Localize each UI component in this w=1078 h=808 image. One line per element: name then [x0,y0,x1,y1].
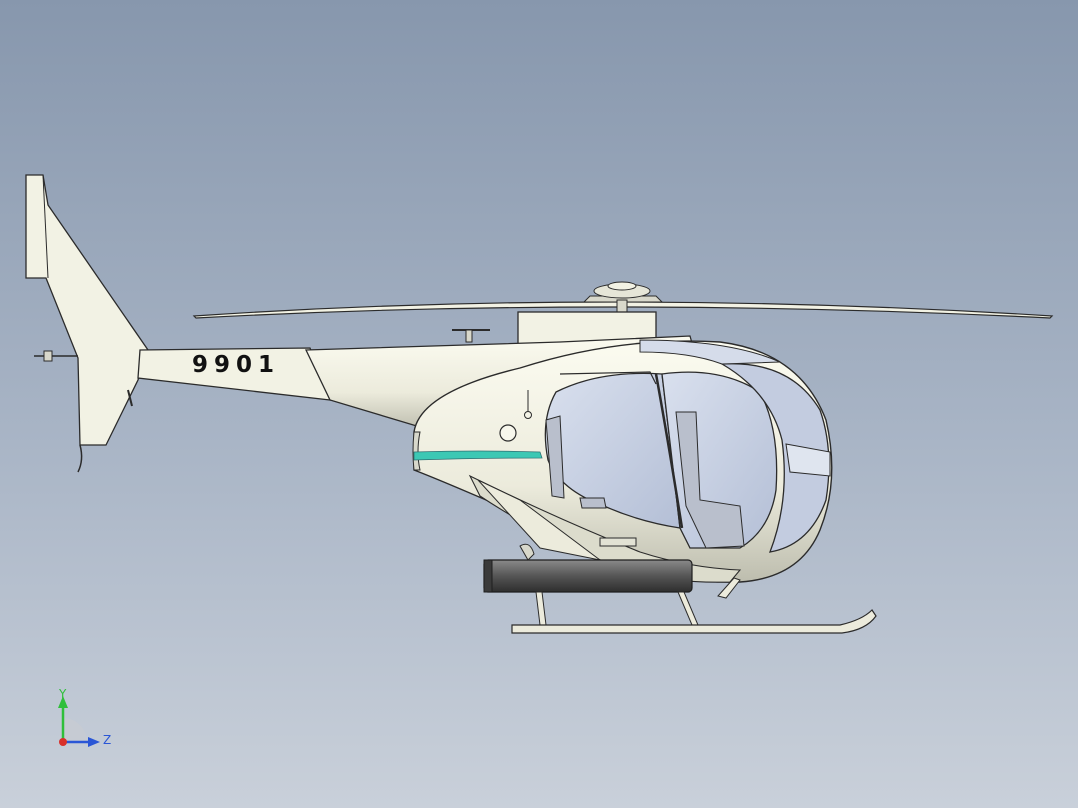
landing-gear [511,577,877,634]
cabin-door-window [544,372,681,529]
rotor-blade [192,301,1054,319]
main-rotor [192,281,1054,319]
y-axis-label: Y [58,688,67,701]
z-axis-arrow [88,737,100,747]
body-stripe [413,450,543,461]
axis-triad: Y Z [58,688,111,747]
side-port [499,424,517,442]
z-axis-label: Z [103,733,111,747]
tail-fin [25,174,149,473]
rotor-hub-cap [607,281,637,291]
cabin-seats [545,411,745,549]
external-fuel-tank [483,559,693,593]
top-antenna [452,329,490,343]
nose-canopy [719,363,830,553]
x-axis-origin [59,738,67,746]
landing-skid [511,609,877,634]
y-axis-arrow [58,696,68,708]
tail-number: 9901 [192,352,280,378]
